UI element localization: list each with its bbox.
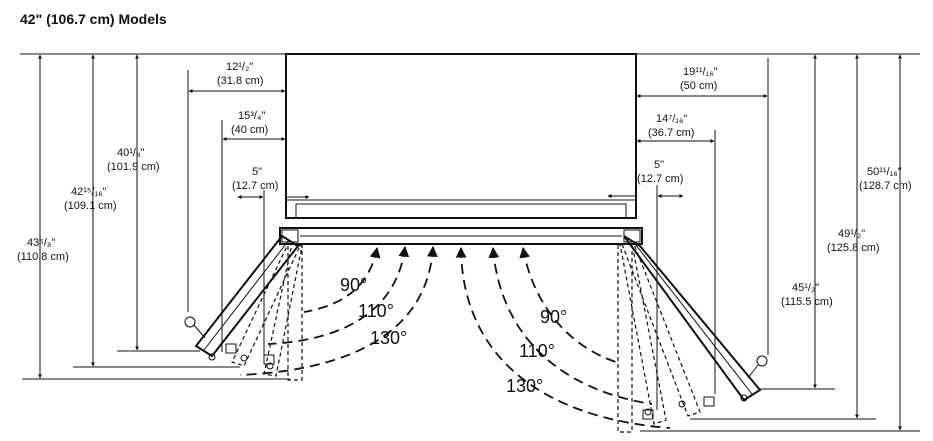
left-door	[184, 234, 300, 361]
left-angle-90-label: 90°	[340, 275, 367, 295]
left-vdim-3-cm: (110.8 cm)	[17, 251, 69, 263]
diagram-title: 42" (106.7 cm) Models	[20, 11, 167, 27]
left-swing-arcs	[239, 245, 438, 376]
right-angle-110-label: 110°	[519, 341, 555, 361]
right-angle-130-label: 130°	[506, 376, 543, 396]
right-dim-1-cm: (50 cm)	[680, 80, 717, 92]
right-vdim-3-inches: 45¹/₂"	[792, 282, 819, 294]
left-vdim-2-inches: 42¹⁵/₁₆"	[71, 186, 107, 198]
right-dim-3-inches: 5"	[654, 159, 664, 171]
left-dim-1-cm: (31.8 cm)	[217, 75, 263, 87]
right-vdim-2-inches: 49¹/₂"	[838, 228, 865, 240]
right-swing-arcs	[455, 246, 671, 429]
left-dim-1-inches: 12¹/₂"	[226, 61, 253, 73]
right-dim-2-inches: 14⁷/₁₆"	[656, 113, 687, 125]
right-vdim-2-cm: (125.8 cm)	[827, 242, 880, 254]
left-vdim-1-cm: (101.9 cm)	[107, 161, 160, 173]
right-door	[623, 235, 768, 402]
left-vdim-3-inches: 43⁵/₈"	[27, 237, 55, 249]
refrigerator-body	[279, 53, 643, 245]
left-door-ghost-positions	[225, 243, 303, 381]
left-angle-130-label: 130°	[370, 328, 407, 348]
left-dim-3-inches: 5"	[252, 166, 262, 178]
left-horizontal-dimensions	[187, 70, 310, 364]
right-dim-3-cm: (12.7 cm)	[637, 173, 683, 185]
right-vdim-3-cm: (115.5 cm)	[781, 296, 833, 308]
left-vertical-dimensions	[22, 54, 290, 380]
right-dim-1-inches: 19¹¹/₁₆"	[683, 66, 718, 78]
right-door-ghost-positions	[617, 243, 715, 433]
right-vdim-1-inches: 50¹¹/₁₆"	[867, 166, 902, 178]
right-vertical-dimensions	[640, 54, 920, 432]
right-angle-90-label: 90°	[540, 307, 567, 327]
left-angle-110-label: 110°	[358, 301, 394, 321]
left-dim-3-cm: (12.7 cm)	[232, 180, 278, 192]
left-dim-2-inches: 15³/₄"	[238, 110, 265, 122]
right-horizontal-dimensions	[607, 58, 769, 410]
left-dim-2-cm: (40 cm)	[231, 124, 268, 136]
left-vdim-2-cm: (109.1 cm)	[64, 200, 117, 212]
right-vdim-1-cm: (128.7 cm)	[859, 180, 912, 192]
right-dim-2-cm: (36.7 cm)	[648, 127, 694, 139]
left-vdim-1-inches: 40¹/₈"	[117, 147, 145, 159]
